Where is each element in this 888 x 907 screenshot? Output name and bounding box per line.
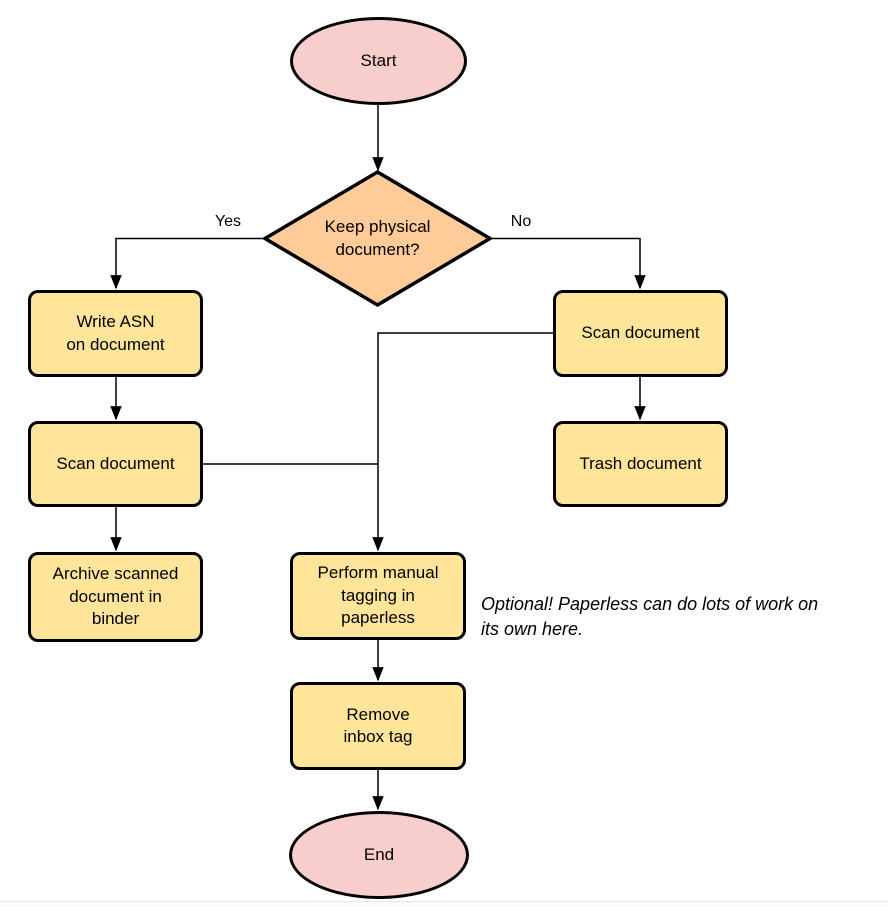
edge-decision-no (490, 237, 646, 290)
manual-tagging-node: Perform manual tagging in paperless (290, 552, 466, 640)
edge-label-no: No (507, 213, 535, 231)
remove-inbox-tag-node: Remove inbox tag (290, 682, 466, 770)
bottom-divider (0, 901, 888, 902)
scan-document-left-node: Scan document (28, 421, 203, 507)
edge-label-yes: Yes (211, 213, 245, 231)
bottom-strip (0, 902, 888, 907)
end-node: End (289, 811, 469, 899)
decision-diamond-shape (261, 169, 494, 308)
edge-scanright-to-tagging (372, 332, 553, 552)
start-node: Start (290, 17, 467, 105)
edge-decision-yes (110, 237, 265, 290)
trash-document-node: Trash document (553, 421, 728, 507)
archive-node: Archive scanned document in binder (28, 552, 203, 642)
scan-document-right-node: Scan document (553, 290, 728, 377)
decision-node-label: Keep physical document? (324, 217, 431, 259)
optional-note: Optional! Paperless can do lots of work … (481, 594, 819, 640)
write-asn-node: Write ASN on document (28, 290, 203, 377)
